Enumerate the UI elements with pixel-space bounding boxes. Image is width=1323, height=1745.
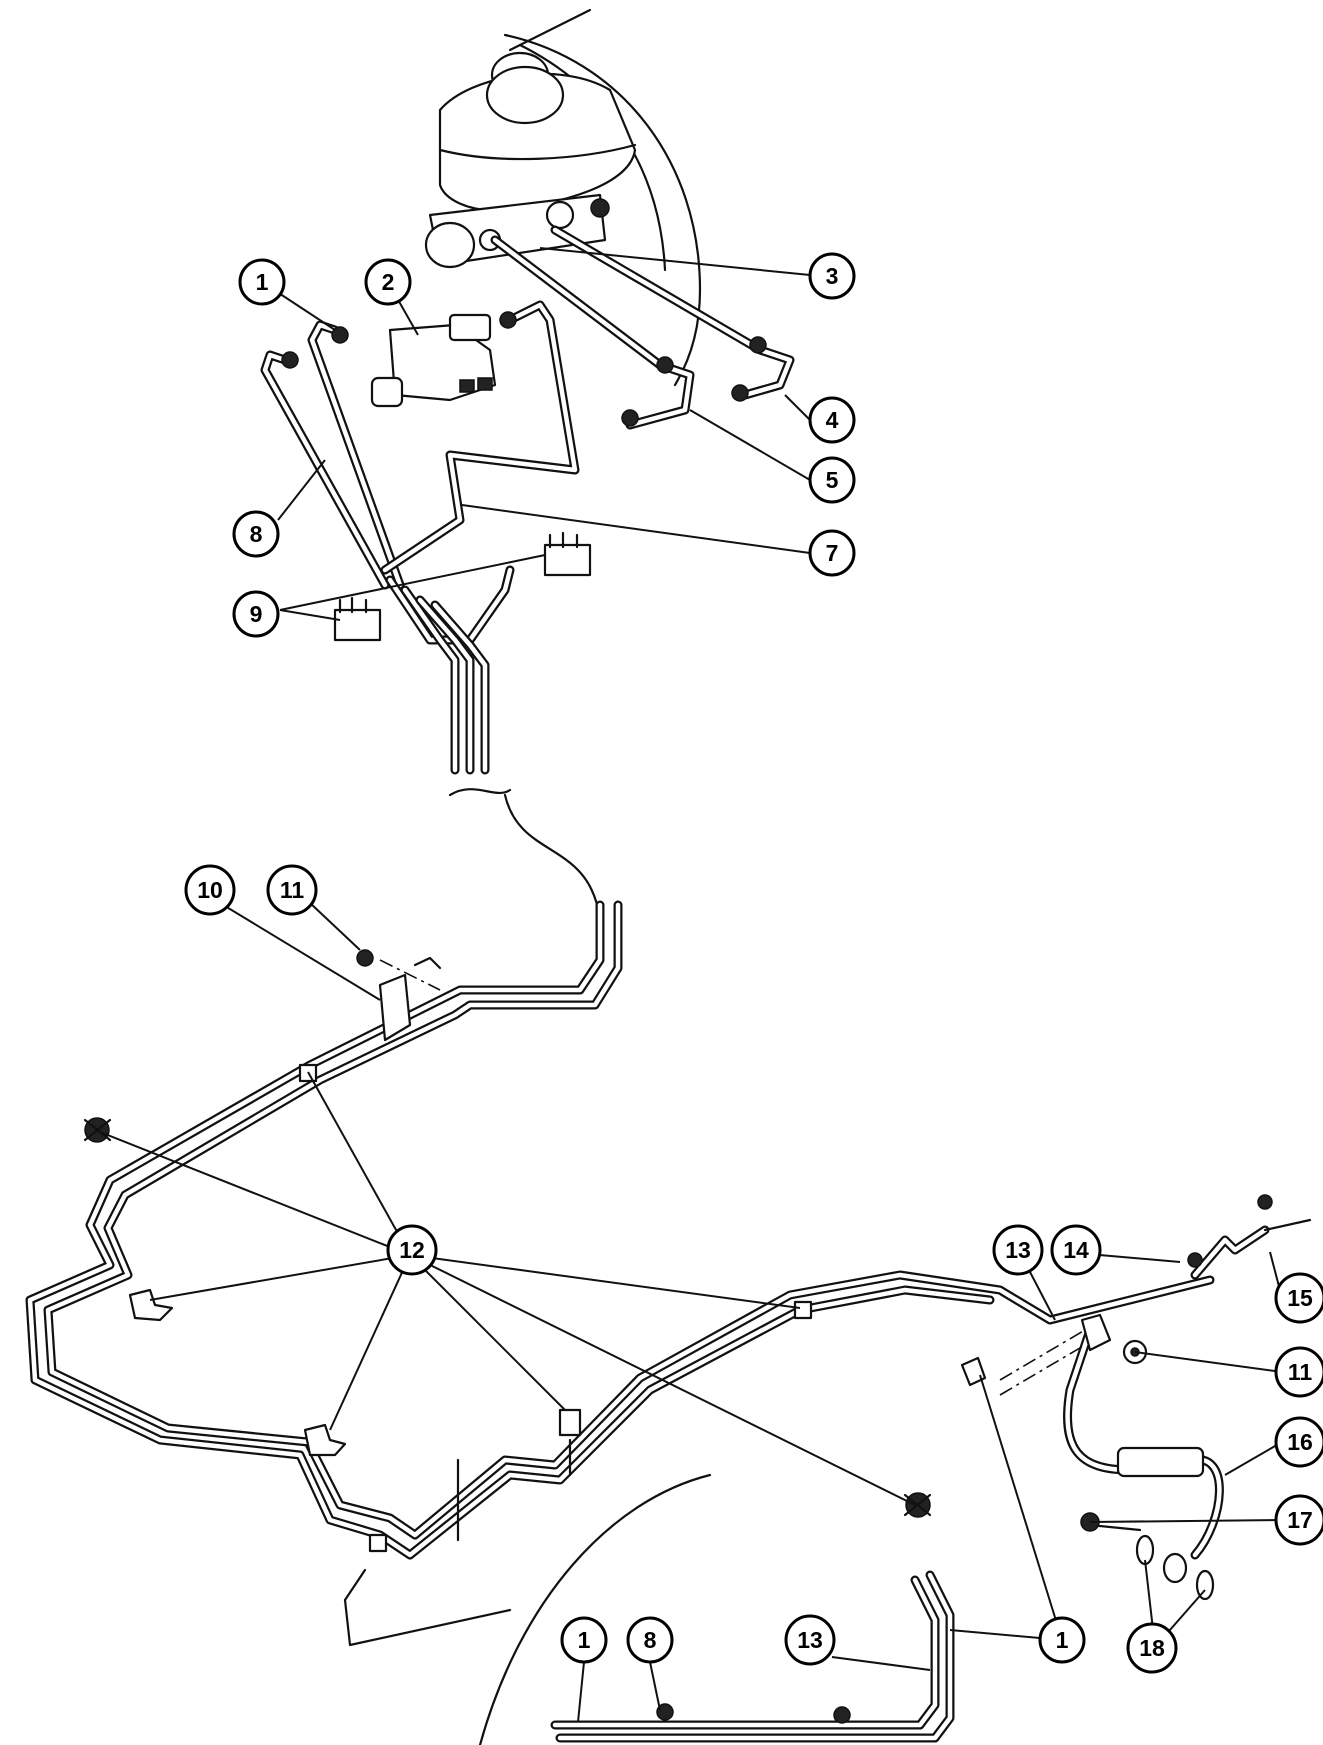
main-brake-lines xyxy=(25,900,1312,1560)
callout-5: 5 xyxy=(808,456,856,504)
line-bracket-10 xyxy=(356,949,442,1042)
svg-text:3: 3 xyxy=(826,263,839,289)
svg-text:13: 13 xyxy=(797,1627,823,1653)
line-retainer-clips-9 xyxy=(333,531,592,642)
svg-text:2: 2 xyxy=(382,269,395,295)
svg-text:16: 16 xyxy=(1287,1429,1313,1455)
callout-14: 14 xyxy=(1050,1224,1102,1276)
callout-2: 2 xyxy=(364,258,412,306)
callout-15: 15 xyxy=(1274,1272,1323,1324)
callout-7: 7 xyxy=(808,529,856,577)
callout-3: 3 xyxy=(808,252,856,300)
svg-text:8: 8 xyxy=(250,521,263,547)
callout-8: 8 xyxy=(626,1616,674,1664)
svg-text:4: 4 xyxy=(826,407,839,433)
callout-13: 13 xyxy=(784,1614,836,1666)
callout-8: 8 xyxy=(232,510,280,558)
svg-text:17: 17 xyxy=(1287,1507,1313,1533)
svg-text:1: 1 xyxy=(1056,1627,1069,1653)
rear-brake-hose-assembly xyxy=(960,1194,1273,1601)
callout-11: 11 xyxy=(1274,1346,1323,1398)
callout-1: 1 xyxy=(1038,1616,1086,1664)
svg-text:1: 1 xyxy=(256,269,269,295)
combination-valve xyxy=(370,313,497,408)
callout-16: 16 xyxy=(1274,1416,1323,1468)
svg-text:7: 7 xyxy=(826,540,839,566)
upper-brake-lines xyxy=(260,225,795,922)
callout-17: 17 xyxy=(1274,1494,1323,1546)
callout-18: 18 xyxy=(1126,1622,1178,1674)
callout-4: 4 xyxy=(808,396,856,444)
svg-text:9: 9 xyxy=(250,601,263,627)
svg-text:14: 14 xyxy=(1063,1237,1089,1263)
callouts: 1 2 3 4 5 7 8 9 xyxy=(184,252,1323,1674)
master-cylinder xyxy=(424,65,637,269)
svg-text:12: 12 xyxy=(399,1237,425,1263)
callout-12: 12 xyxy=(386,1224,438,1276)
callout-11: 11 xyxy=(266,864,318,916)
svg-text:5: 5 xyxy=(826,467,839,493)
svg-text:15: 15 xyxy=(1287,1285,1313,1311)
callout-9: 9 xyxy=(232,590,280,638)
svg-text:8: 8 xyxy=(644,1627,657,1653)
svg-text:13: 13 xyxy=(1005,1237,1031,1263)
callout-1: 1 xyxy=(560,1616,608,1664)
svg-text:11: 11 xyxy=(1288,1359,1313,1385)
svg-text:11: 11 xyxy=(280,877,305,903)
callout-13: 13 xyxy=(992,1224,1044,1276)
svg-text:1: 1 xyxy=(578,1627,591,1653)
detail-inset xyxy=(343,1473,955,1745)
callout-10: 10 xyxy=(184,864,236,916)
svg-text:10: 10 xyxy=(197,877,223,903)
svg-text:18: 18 xyxy=(1139,1635,1165,1661)
callout-1: 1 xyxy=(238,258,286,306)
callout-leaders xyxy=(94,247,1283,1723)
